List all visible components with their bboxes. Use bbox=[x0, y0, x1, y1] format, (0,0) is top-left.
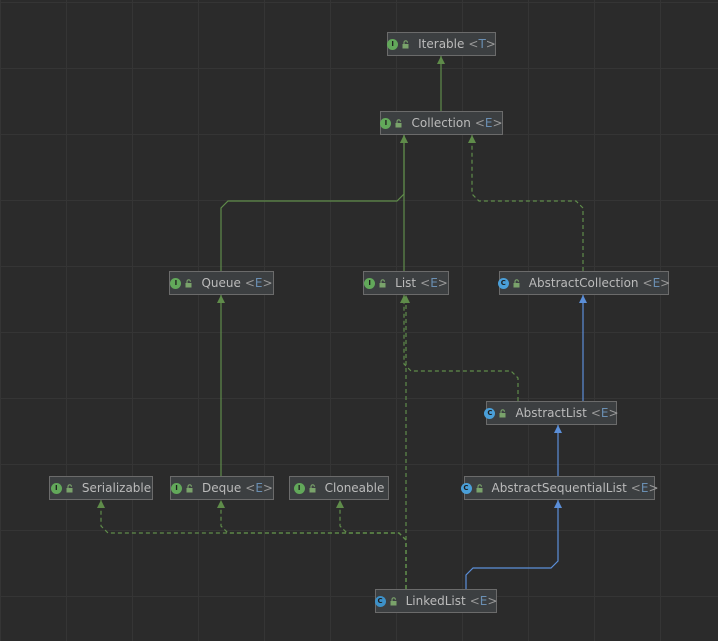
edge-line bbox=[220, 500, 407, 589]
node-name: Iterable bbox=[418, 37, 465, 51]
open-lock-icon bbox=[476, 483, 482, 492]
arrowhead bbox=[217, 500, 225, 508]
edge-linked-list-to-abstract-sequential-list bbox=[465, 500, 562, 589]
interface-icon: I bbox=[50, 482, 62, 494]
node-list[interactable]: I List<E> bbox=[363, 271, 449, 295]
open-lock-icon bbox=[309, 483, 316, 492]
edge-line bbox=[100, 500, 407, 589]
interface-icon: I bbox=[380, 117, 392, 129]
node-abstract-list[interactable]: C AbstractList<E> bbox=[484, 401, 619, 425]
node-name: Cloneable bbox=[324, 481, 385, 495]
edge-line bbox=[339, 500, 407, 589]
edge-queue-to-collection bbox=[220, 135, 408, 271]
edge-abstract-list-to-list bbox=[400, 295, 519, 401]
class-icon: C bbox=[374, 595, 386, 607]
node-name: AbstractSequentialList bbox=[491, 481, 627, 495]
open-lock-icon bbox=[513, 278, 520, 287]
edge-line bbox=[465, 500, 559, 589]
node-name: Serializable bbox=[81, 481, 152, 495]
open-lock-icon bbox=[395, 118, 402, 127]
type-parameter: <E> bbox=[590, 406, 619, 420]
interface-icon: I bbox=[364, 277, 376, 289]
edge-linked-list-to-deque bbox=[217, 500, 407, 589]
edge-linked-list-to-serializable bbox=[97, 500, 407, 589]
abstract-class-icon: C bbox=[460, 482, 472, 494]
arrowhead bbox=[554, 500, 562, 508]
open-lock-icon bbox=[379, 278, 386, 287]
node-collection[interactable]: I Collection<E> bbox=[380, 111, 503, 135]
node-serializable[interactable]: I Serializable bbox=[49, 476, 153, 500]
edge-list-to-collection bbox=[400, 135, 408, 271]
node-iterable[interactable]: I Iterable<T> bbox=[387, 32, 496, 56]
node-queue[interactable]: I Queue<E> bbox=[169, 271, 274, 295]
interface-icon: I bbox=[293, 482, 305, 494]
edge-abstract-collection-to-collection bbox=[468, 135, 584, 271]
edge-abstract-sequential-list-to-abstract-list bbox=[554, 425, 562, 476]
open-lock-icon bbox=[66, 483, 73, 492]
arrowhead bbox=[217, 295, 225, 303]
node-name: List bbox=[395, 276, 417, 290]
node-name: AbstractCollection bbox=[528, 276, 639, 290]
node-name: LinkedList bbox=[405, 594, 466, 608]
interface-icon: I bbox=[171, 482, 183, 494]
node-name: Deque bbox=[202, 481, 242, 495]
type-parameter: <E> bbox=[630, 481, 659, 495]
open-lock-icon bbox=[499, 408, 506, 417]
type-parameter: <E> bbox=[244, 276, 273, 290]
edge-line bbox=[220, 135, 405, 271]
edge-abstract-list-to-abstract-collection bbox=[579, 295, 587, 401]
open-lock-icon bbox=[402, 39, 409, 48]
type-parameter: <E> bbox=[245, 481, 273, 495]
edge-deque-to-queue bbox=[217, 295, 225, 476]
type-parameter: <E> bbox=[420, 276, 448, 290]
node-name: Queue bbox=[201, 276, 241, 290]
abstract-class-icon: C bbox=[484, 407, 496, 419]
type-parameter: <T> bbox=[468, 37, 496, 51]
open-lock-icon bbox=[390, 596, 397, 605]
type-parameter: <E> bbox=[469, 594, 498, 608]
open-lock-icon bbox=[186, 483, 193, 492]
node-abstract-sequential-list[interactable]: C AbstractSequentialList<E> bbox=[460, 476, 659, 500]
arrowhead bbox=[554, 425, 562, 433]
arrowhead bbox=[579, 295, 587, 303]
node-name: Collection bbox=[411, 116, 471, 130]
node-linked-list[interactable]: C LinkedList<E> bbox=[374, 589, 498, 613]
type-parameter: <E> bbox=[474, 116, 503, 130]
type-parameter: <E> bbox=[642, 276, 671, 290]
node-abstract-collection[interactable]: C AbstractCollection<E> bbox=[497, 271, 671, 295]
abstract-class-icon: C bbox=[497, 277, 509, 289]
arrowhead bbox=[97, 500, 105, 508]
arrowhead bbox=[400, 135, 408, 143]
edge-collection-to-iterable bbox=[437, 56, 445, 111]
node-cloneable[interactable]: I Cloneable bbox=[289, 476, 389, 500]
edge-linked-list-to-cloneable bbox=[336, 500, 407, 589]
edge-line bbox=[471, 135, 584, 271]
edge-line bbox=[403, 295, 519, 401]
node-name: AbstractList bbox=[515, 406, 587, 420]
interface-icon: I bbox=[387, 38, 399, 50]
arrowhead bbox=[402, 295, 410, 303]
interface-icon: I bbox=[170, 277, 182, 289]
arrowhead bbox=[336, 500, 344, 508]
arrowhead bbox=[437, 56, 445, 64]
open-lock-icon bbox=[185, 278, 192, 287]
arrowhead bbox=[468, 135, 476, 143]
node-deque[interactable]: I Deque<E> bbox=[170, 476, 274, 500]
